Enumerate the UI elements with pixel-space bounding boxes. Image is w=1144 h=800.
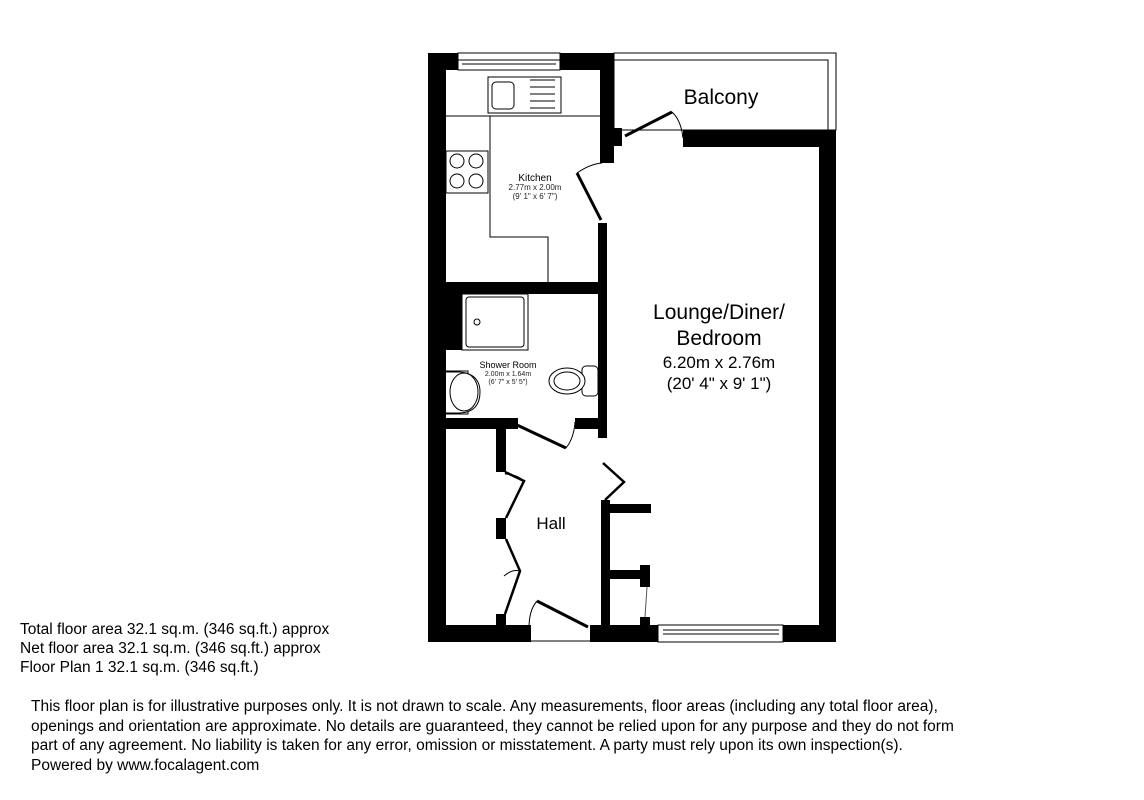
front-door-icon (528, 599, 590, 642)
room-label-balcony: Balcony (683, 86, 759, 109)
room-name-line1: Lounge/Diner/ (653, 301, 785, 324)
room-dimensions-imperial: (6' 7" x 5' 5") (488, 378, 528, 386)
kitchen-worktops (446, 115, 600, 282)
hob-icon (445, 150, 489, 194)
room-dimensions-imperial: (20' 4" x 9' 1") (666, 374, 772, 393)
area-summary: Total floor area 32.1 sq.m. (346 sq.ft.)… (20, 620, 329, 677)
room-name: Kitchen (518, 173, 552, 184)
lounge-door-icon (602, 462, 626, 501)
walls (428, 53, 836, 642)
store-door-icon (644, 586, 648, 618)
room-dimensions-imperial: (9' 1" x 6' 7") (512, 191, 558, 201)
floor-plan-1-area: Floor Plan 1 32.1 sq.m. (346 sq.ft.) (20, 659, 259, 676)
balcony-door-icon (624, 110, 684, 139)
net-floor-area: Net floor area 32.1 sq.m. (346 sq.ft.) a… (20, 640, 321, 657)
room-label-shower-room: Shower Room 2.00m x 1.64m (6' 7" x 5' 5"… (479, 360, 537, 386)
disclaimer-line: This floor plan is for illustrative purp… (31, 698, 938, 715)
disclaimer-line: part of any agreement. No liability is t… (31, 737, 903, 754)
disclaimer: This floor plan is for illustrative purp… (31, 697, 1141, 775)
washbasin-icon (445, 370, 481, 415)
total-floor-area: Total floor area 32.1 sq.m. (346 sq.ft.)… (20, 621, 330, 638)
cupboard-door-icon (503, 470, 526, 615)
room-label-lounge: Lounge/Diner/ Bedroom 6.20m x 2.76m (20'… (653, 300, 785, 394)
toilet-icon (548, 365, 599, 397)
room-dimensions-metric: 6.20m x 2.76m (662, 353, 776, 372)
kitchen-door-icon (575, 162, 603, 221)
window-icon (457, 52, 784, 643)
shower-door-icon (516, 421, 576, 450)
shower-tray-icon (461, 293, 529, 351)
disclaimer-line: openings and orientation are approximate… (31, 717, 954, 735)
sink-icon (487, 76, 562, 114)
room-name: Shower Room (479, 360, 537, 370)
room-label-hall: Hall (536, 514, 566, 533)
powered-by: Powered by www.focalagent.com (31, 756, 260, 774)
room-dimensions-metric: 2.00m x 1.64m (484, 370, 532, 378)
room-name-line2: Bedroom (676, 327, 762, 350)
room-label-kitchen: Kitchen 2.77m x 2.00m (9' 1" x 6' 7") (509, 173, 562, 202)
room-dimensions-metric: 2.77m x 2.00m (508, 183, 562, 192)
